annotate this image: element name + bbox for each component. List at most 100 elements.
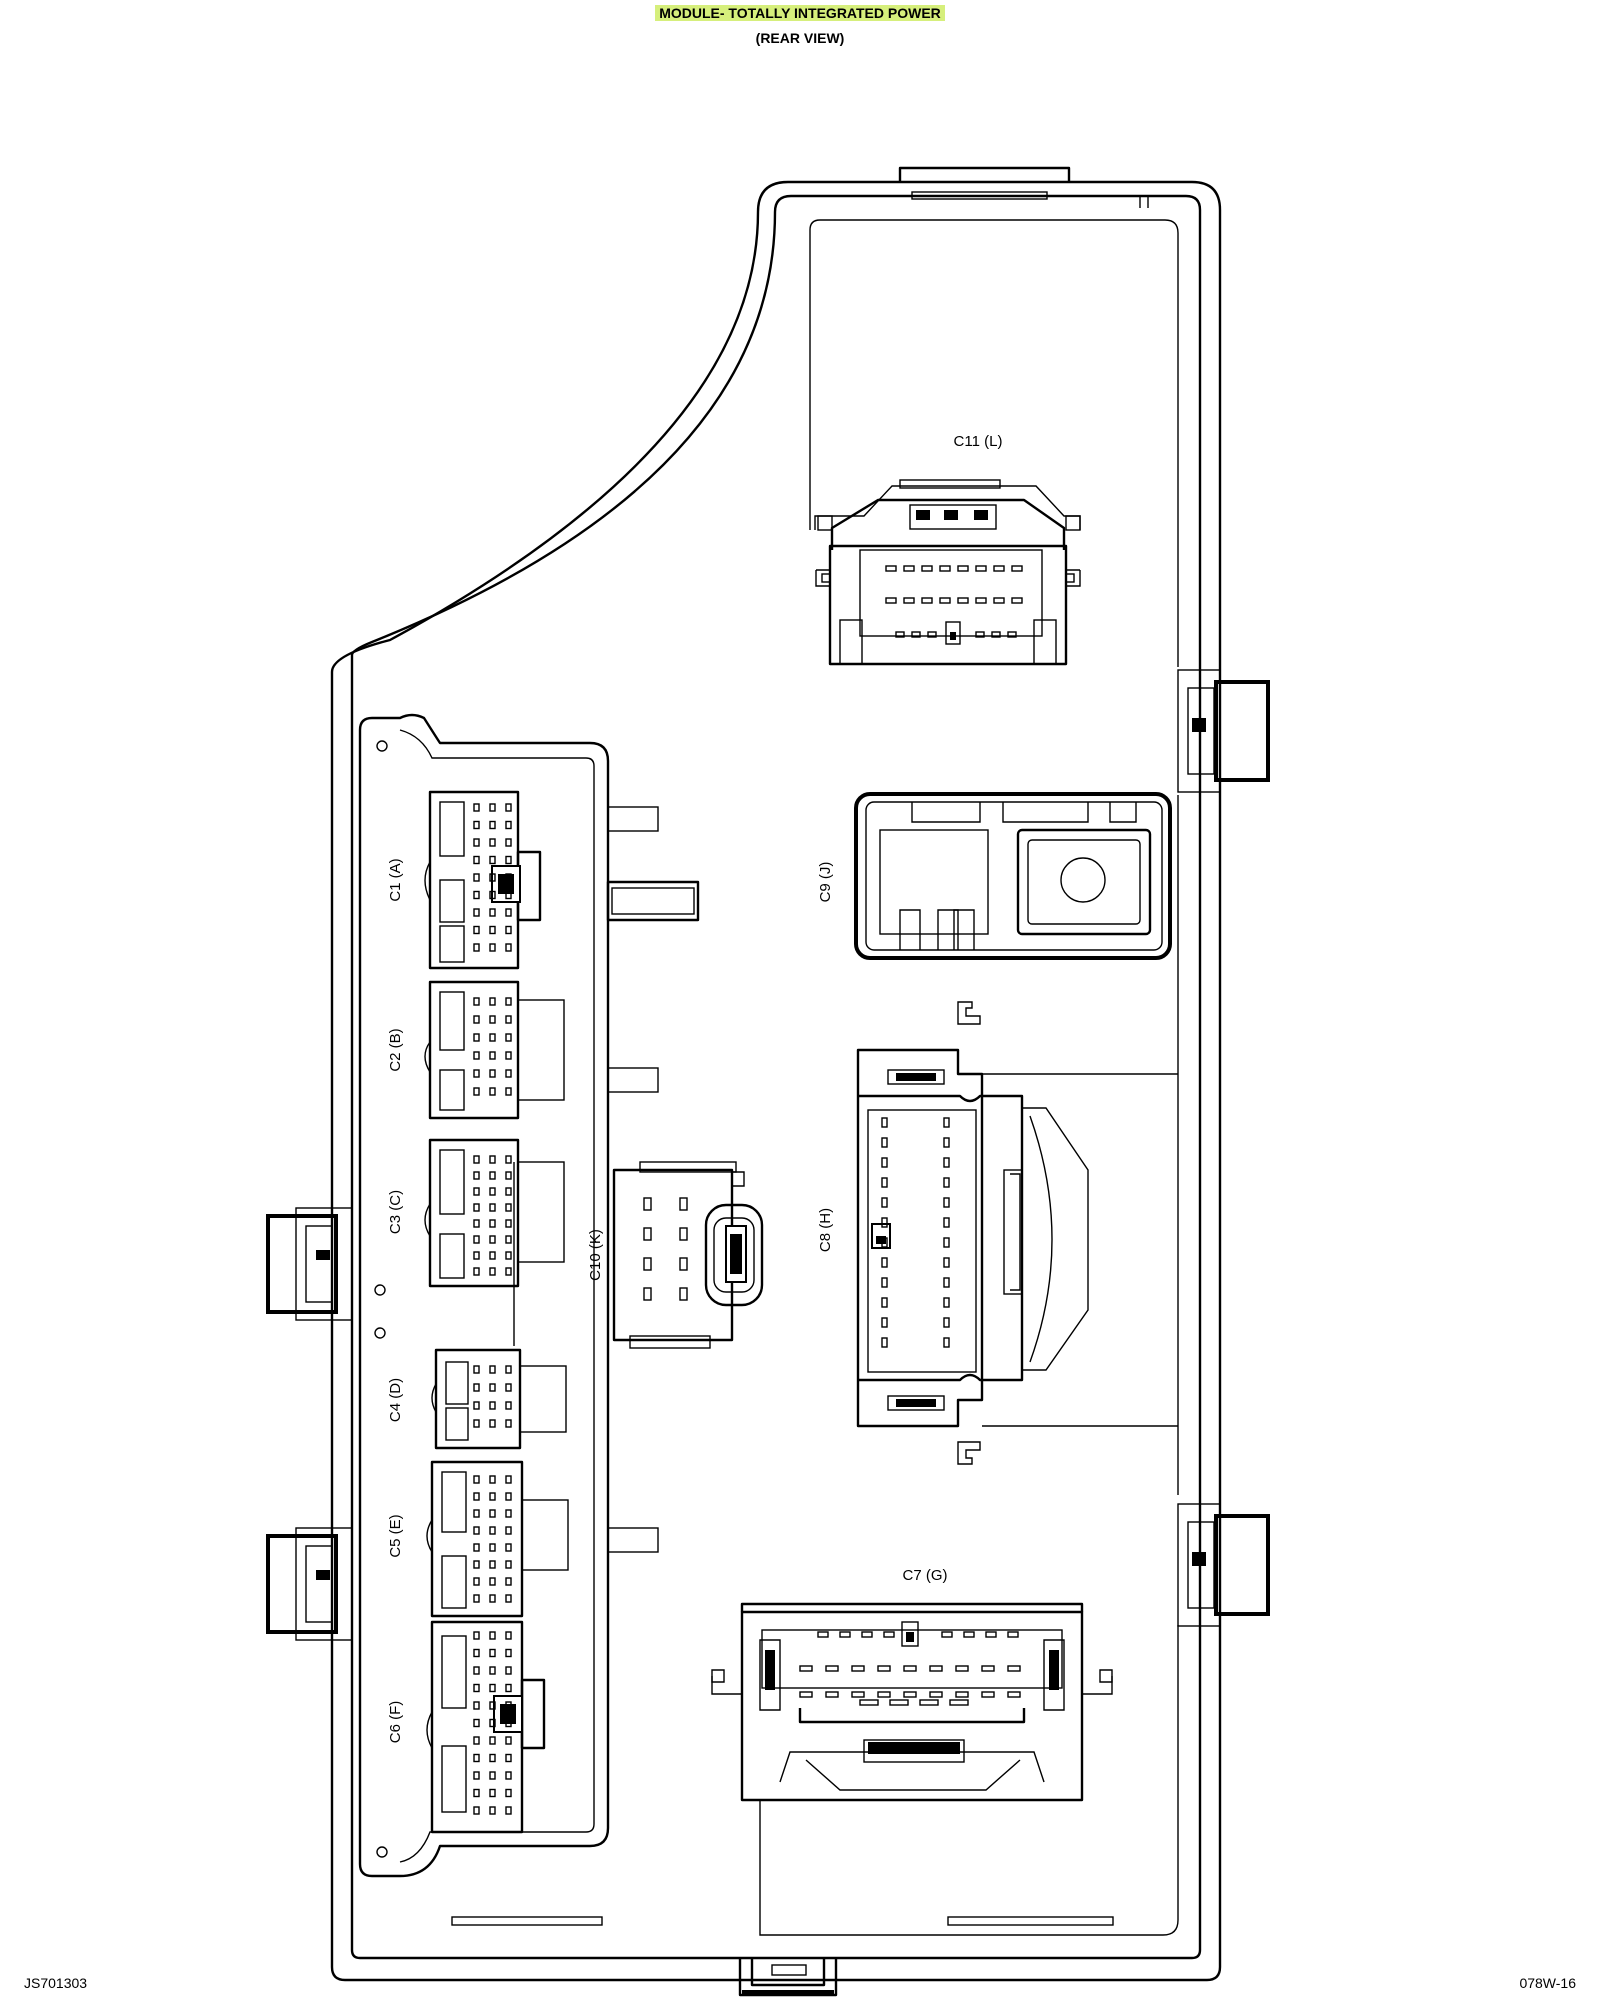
pin-cavity [505,997,512,1006]
pin-cavity [919,1699,939,1706]
pin-cavity [473,997,480,1006]
pin-cavity [505,1401,512,1410]
pin-cavity [939,565,951,572]
pin-cavity [505,1683,512,1693]
pin-cavity [889,1699,909,1706]
pin-cavity [505,1543,512,1552]
pin-cavity [473,1666,480,1675]
pin-cavity [505,1736,512,1745]
pin-cavity [1007,1665,1021,1672]
pin-cavity [825,1665,839,1672]
connector-c5 [426,1460,569,1618]
pin-cavity [473,1683,480,1693]
pin-cavity [489,1419,496,1428]
pin-cavity [505,1509,512,1518]
pin-cavity [473,1365,480,1374]
pin-cavity [943,1217,950,1228]
pin-cavity [473,820,480,830]
pin-cavity [473,1219,480,1228]
pin-cavity [975,631,985,638]
pin-cavity [489,925,496,935]
pin-cavity [505,1560,512,1569]
pin-cavity [473,1383,480,1392]
pin-cavity [817,1631,829,1638]
pin-cavity [991,631,1001,638]
pin-cavity [877,1665,891,1672]
pin-cavity [505,1806,512,1815]
pin-cavity [489,855,496,865]
pin-cavity [489,1771,496,1780]
pin-cavity [473,1235,480,1244]
pin-cavity [489,1648,496,1658]
pin-cavity [505,1788,512,1798]
label-c6: C6 (F) [387,1701,404,1744]
pin-cavity [895,631,905,638]
pin-cavity [505,1666,512,1675]
pin-cavity [859,1699,879,1706]
label-c7: C7 (G) [903,1567,948,1584]
pin-cavity [489,803,496,812]
label-c9: C9 (J) [817,862,834,903]
pin-cavity [473,803,480,812]
pin-cavity [911,631,921,638]
pin-cavity [473,1771,480,1780]
pin-cavity [881,1217,888,1228]
pin-cavity [505,1033,512,1042]
pin-cavity [505,1577,512,1586]
pin-cavity [505,855,512,865]
housing-outline [266,166,1270,1997]
label-c8: C8 (H) [817,1208,834,1252]
pin-cavity [903,1665,917,1672]
pin-cavity [489,1187,496,1196]
pin-cavity [825,1691,839,1698]
pin-cavity [505,820,512,830]
pin-cavity [881,1137,888,1148]
pin-cavity [489,1594,496,1603]
pin-cavity [927,631,937,638]
pin-cavity [489,1203,496,1212]
pin-cavity [903,597,915,604]
pin-cavity [505,1419,512,1428]
pin-cavity [473,1015,480,1024]
pin-cavity [1011,565,1023,572]
pin-cavity [505,803,512,812]
pin-cavity [505,1753,512,1763]
pin-cavity [939,597,951,604]
pin-cavity [489,873,496,882]
pin-cavity [473,1155,480,1164]
pin-cavity [985,1631,997,1638]
pin-cavity [489,1251,496,1260]
pin-cavity [943,1157,950,1168]
pin-cavity [473,943,480,952]
pin-cavity [877,1691,891,1698]
pin-cavity [473,1171,480,1180]
pin-cavity [489,1219,496,1228]
pin-cavity [505,1492,512,1501]
pin-cavity [473,1736,480,1745]
label-c11: C11 (L) [954,433,1003,450]
pin-cavity [505,1771,512,1780]
pin-cavity [505,1219,512,1228]
left-latch-upper [266,1207,353,1321]
pin-cavity [489,1631,496,1640]
pin-cavity [489,838,496,847]
pin-cavity [505,1015,512,1024]
pin-cavity [943,1177,950,1188]
pin-cavity [473,1251,480,1260]
footer-left-code: JS701303 [24,1975,88,1991]
pin-cavity [505,1526,512,1535]
pin-cavity [473,925,480,935]
connector-c1 [424,790,542,970]
pin-cavity [505,1594,512,1603]
pin-cavity [643,1287,652,1301]
pin-cavity [679,1197,688,1211]
pin-cavity [473,1203,480,1212]
pin-cavity [473,1577,480,1586]
pin-cavity [881,1257,888,1268]
pin-cavity [505,1475,512,1484]
pin-cavity [505,1631,512,1640]
pin-cavity [489,890,496,900]
pin-cavity [473,1419,480,1428]
pin-cavity [881,1317,888,1328]
pin-cavity [943,1117,950,1128]
